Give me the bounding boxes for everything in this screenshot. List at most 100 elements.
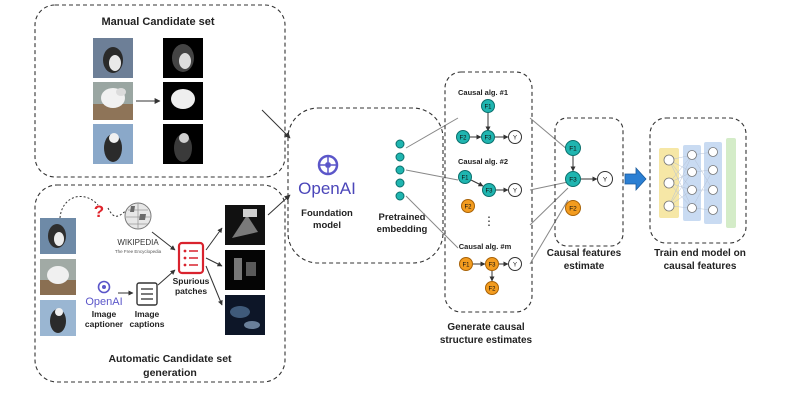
connector-line <box>405 117 459 149</box>
estimate-node-f2: F2 <box>565 200 581 216</box>
manual-set-title: Manual Candidate set <box>101 16 214 28</box>
causal-ellipsis: ⋮ <box>483 214 495 228</box>
captions-to-spurious-arrow <box>157 269 176 286</box>
dotted-path-to-question <box>59 196 99 219</box>
causal-box <box>444 71 533 313</box>
wikipedia-globe-icon <box>124 202 152 230</box>
openai-small-text: OpenAI <box>85 296 122 308</box>
algm-node-f3: F3 <box>485 257 499 271</box>
manual-bird-image-1 <box>93 38 133 78</box>
estimate-node-f3: F3 <box>565 171 581 187</box>
spurious-to-patch3-arrow <box>205 265 223 306</box>
svg-text:F1: F1 <box>569 146 577 153</box>
svg-text:F3: F3 <box>488 263 496 269</box>
svg-text:F1: F1 <box>461 176 469 182</box>
svg-text:F3: F3 <box>485 189 493 195</box>
pretrained-embedding: Pretrained embedding <box>377 139 428 235</box>
svg-text:F1: F1 <box>462 263 470 269</box>
spurious-document-icon <box>177 241 205 275</box>
alg1-node-f3: F3 <box>481 130 495 144</box>
train-label-line2: causal features <box>664 261 737 272</box>
causal-alg2-title: Causal alg. #2 <box>458 157 508 166</box>
manual-to-foundation-arrow <box>261 109 291 139</box>
svg-text:F2: F2 <box>464 205 472 211</box>
dotted-path-to-wiki <box>107 207 128 217</box>
train-box <box>649 117 747 244</box>
svg-text:F2: F2 <box>488 287 496 293</box>
spurious-patch-image-2 <box>225 250 265 290</box>
manual-bird-image-3 <box>93 124 133 164</box>
automatic-set-title-line2: generation <box>143 367 197 379</box>
alg2-node-f2: F2 <box>461 199 475 213</box>
wikipedia-tagline: The Free Encyclopedia <box>115 249 162 254</box>
embedding-dot <box>395 152 405 162</box>
neural-network-icon <box>659 138 736 228</box>
spurious-to-patch2-arrow <box>205 257 223 267</box>
alg2-node-f3: F3 <box>482 183 496 197</box>
manual-bird-image-2 <box>93 82 133 120</box>
estimate-label-line1: Causal features <box>547 248 622 259</box>
causal-structure-estimates: Causal alg. #1 F1 F2 F3 Y Causal alg. #2… <box>440 71 533 346</box>
svg-text:Y: Y <box>513 189 517 195</box>
auto-bird-image-1 <box>40 218 76 254</box>
causal-algm-title: Causal alg. #m <box>459 242 512 251</box>
blue-right-arrow-icon <box>624 166 647 192</box>
foundation-label-line2: model <box>313 220 341 231</box>
svg-text:Y: Y <box>513 263 517 269</box>
openai-small-logo-icon <box>97 280 111 294</box>
svg-text:F2: F2 <box>459 136 467 142</box>
causal-label-line2: structure estimates <box>440 335 533 346</box>
automatic-to-foundation-arrow <box>267 194 291 216</box>
manual-candidate-set: Manual Candidate set <box>34 4 286 178</box>
estimate-box <box>554 117 624 247</box>
svg-text:F3: F3 <box>484 136 492 142</box>
estimate-node-y: Y <box>597 171 613 187</box>
alg1-node-y: Y <box>508 130 522 144</box>
connector-line <box>529 187 569 226</box>
connector-line <box>529 117 569 151</box>
spurious-to-patch1-arrow <box>205 227 223 251</box>
estimate-node-f1: F1 <box>565 140 581 156</box>
manual-mask-image-1 <box>163 38 203 78</box>
manual-mask-image-3 <box>163 124 203 164</box>
spurious-patches-line1: Spurious <box>173 276 210 286</box>
automatic-candidate-set: Automatic Candidate set generation ? <box>34 184 286 383</box>
auto-bird-image-2 <box>40 259 76 295</box>
embedding-label-line2: embedding <box>377 224 428 235</box>
spurious-patch-image-3 <box>225 295 265 335</box>
connector-line <box>529 181 569 191</box>
manual-set-box <box>34 4 286 178</box>
estimate-label-line2: estimate <box>564 261 605 272</box>
openai-logo-icon <box>317 154 339 176</box>
svg-text:F3: F3 <box>569 177 577 184</box>
image-captions-line1: Image <box>135 309 160 319</box>
wiki-to-spurious-arrow <box>151 231 176 251</box>
causal-label-line1: Generate causal <box>447 322 524 333</box>
embedding-label-line1: Pretrained <box>379 212 426 223</box>
alg2-node-f1: F1 <box>458 170 472 184</box>
auto-bird-image-3 <box>40 300 76 336</box>
foundation-label-line1: Foundation <box>301 208 353 219</box>
embedding-dot <box>395 191 405 201</box>
alg1-node-f1: F1 <box>481 99 495 113</box>
connector-line <box>529 199 569 265</box>
image-captioner-line1: Image <box>92 309 117 319</box>
image-captioner-line2: captioner <box>85 319 124 329</box>
foundation-box <box>287 107 444 264</box>
svg-text:F2: F2 <box>569 206 577 213</box>
edge-arrow <box>470 179 484 187</box>
openai-brand-text: OpenAI <box>298 179 356 198</box>
algm-node-y: Y <box>508 257 522 271</box>
captions-document-icon <box>136 282 158 306</box>
alg1-node-f2: F2 <box>456 130 470 144</box>
manual-mask-image-2 <box>163 82 203 120</box>
train-end-model: Train end model on causal features <box>649 117 747 272</box>
svg-text:F1: F1 <box>484 105 492 111</box>
connector-line <box>405 195 459 249</box>
causal-alg1-title: Causal alg. #1 <box>458 88 508 97</box>
wikipedia-wordmark: WIKIPEDIA <box>117 238 159 247</box>
image-captions-line2: captions <box>130 319 165 329</box>
causal-features-estimate: F1 F3 Y F2 Causal features estimate <box>547 117 624 272</box>
train-label-line1: Train end model on <box>654 248 746 259</box>
